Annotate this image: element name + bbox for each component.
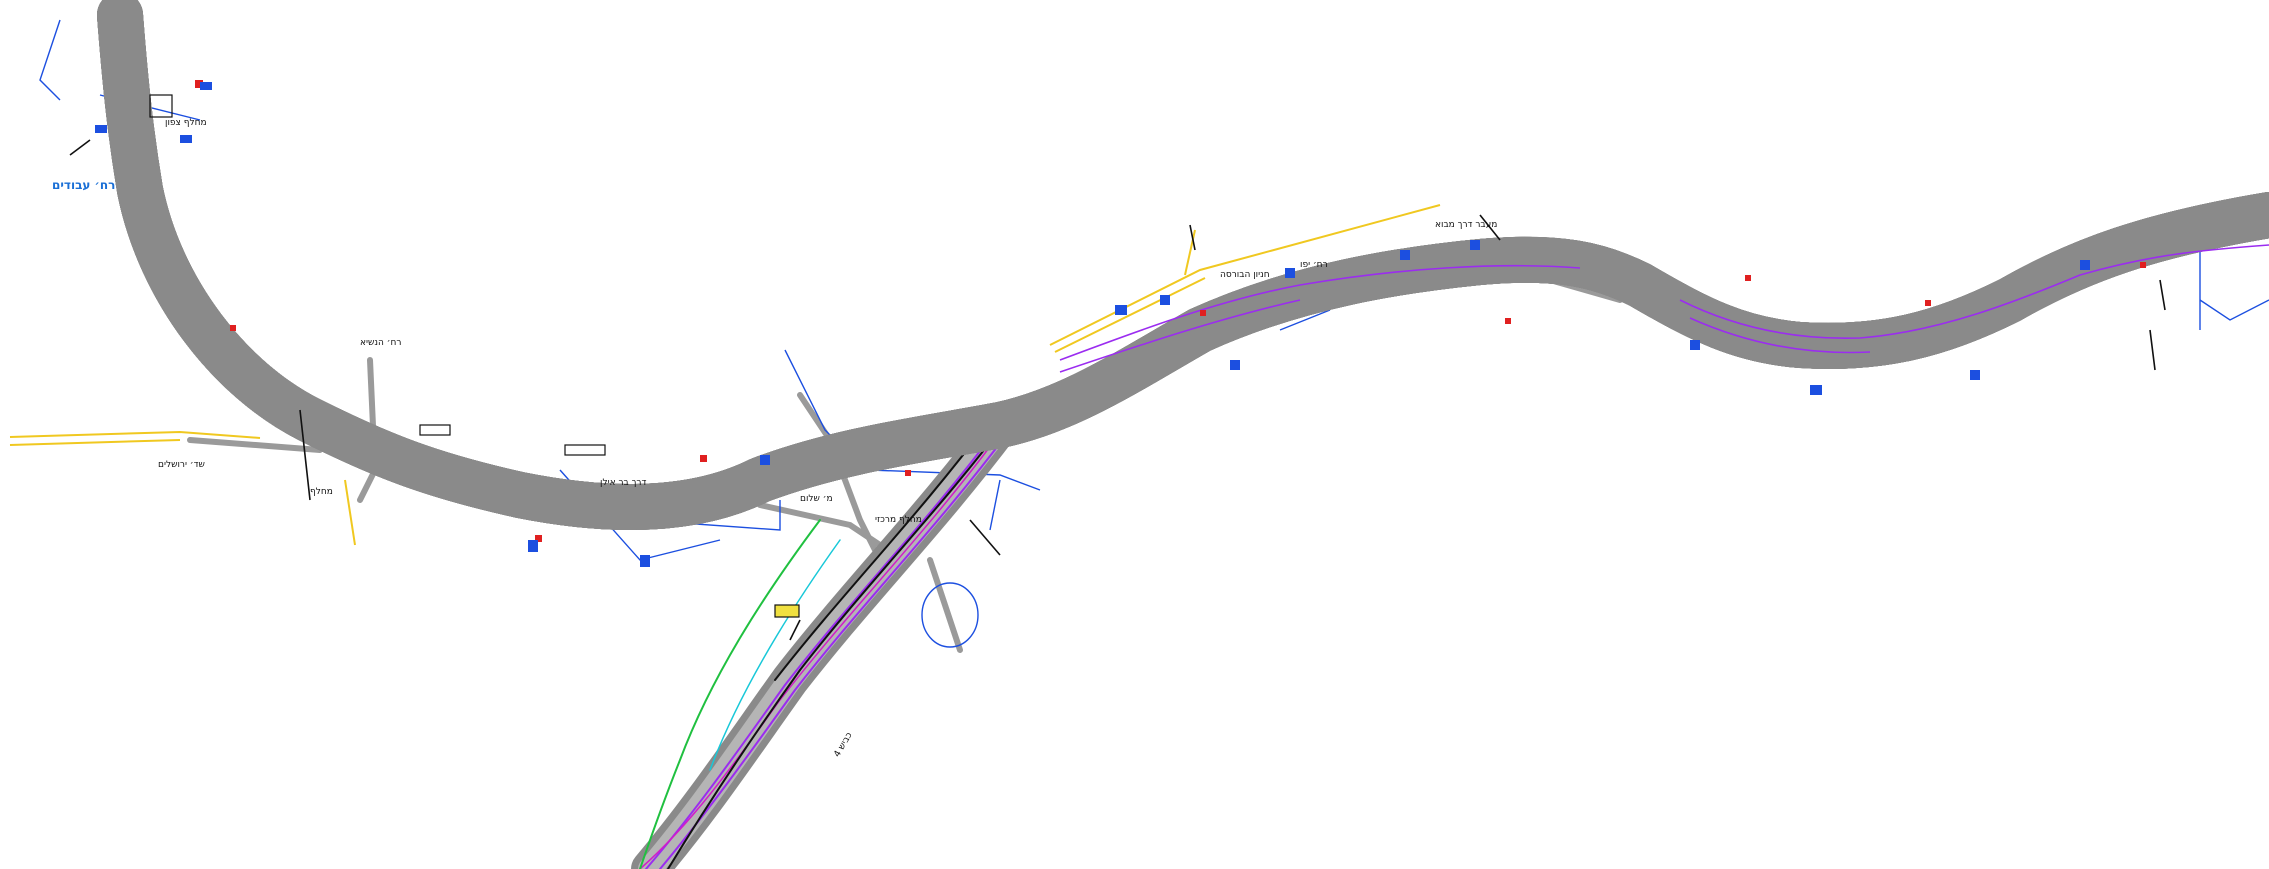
label-mid: מ׳ שלום [800,494,833,504]
south-branch-road [631,401,1024,869]
label-north-ramp: מחלף צפון [165,118,207,128]
label-main-road: דרך בר אילן [600,478,647,488]
label-upper-2: חניון הבורסה [1220,270,1270,280]
label-road-west: שד׳ ירושלים [158,460,205,470]
label-upper-3: מעבר דרך מבוא [1435,220,1498,230]
label-south-left: מחלף [310,487,333,497]
station-markers [195,80,2146,542]
plan-boxes [149,94,800,618]
section-cuts [69,139,2166,641]
label-upper-1: רח׳ יפו [1300,260,1328,270]
annotation-flags [95,82,2090,567]
label-junction-west: רח׳ הנשיא [360,338,402,348]
east-lanes-purple [1059,244,2269,373]
label-west-district: רח׳ עבודים [52,178,116,192]
access-roads-yellow [9,204,1441,546]
label-junction-center: מחלף מרכזי [875,515,922,525]
main-corridor [97,0,2269,507]
